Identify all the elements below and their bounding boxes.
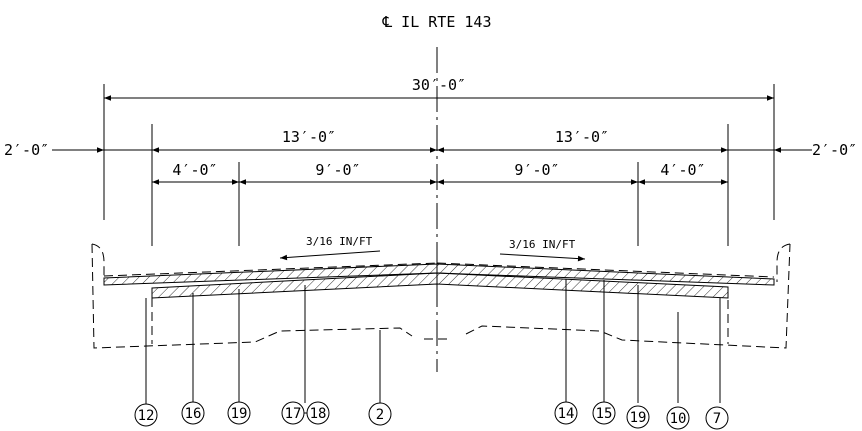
existing-section-dashed [91, 243, 791, 349]
svg-text:19: 19 [630, 410, 647, 426]
callout-19-left: 19 [227, 401, 251, 425]
svg-text:19: 19 [231, 406, 248, 422]
svg-text:10: 10 [670, 411, 687, 427]
centerline-title: ℄ IL RTE 143 [382, 13, 492, 31]
callout-12: 12 [134, 403, 158, 427]
dimension-lanes: 4′-0″ 9′-0″ 9′-0″ 4′-0″ [152, 161, 728, 185]
svg-text:14: 14 [558, 406, 575, 422]
svg-text:15: 15 [596, 406, 613, 422]
leader-lines [145, 279, 721, 404]
slope-right-label: 3/16 IN/FT [509, 238, 576, 251]
dimension-halves: 13′-0″ 13′-0″ [152, 128, 728, 153]
callout-19-right: 19 [626, 405, 650, 429]
dimension-right-lane-label: 9′-0″ [514, 161, 559, 179]
callout-10: 10 [666, 406, 690, 430]
svg-text:7: 7 [713, 411, 721, 427]
dimension-left-shoulder-label: 4′-0″ [172, 161, 217, 179]
callout-15: 15 [592, 401, 616, 425]
svg-text:18: 18 [310, 406, 327, 422]
dimension-left-outer-label: 2′-0″ [4, 141, 49, 159]
slope-left-label: 3/16 IN/FT [306, 235, 373, 248]
svg-text:17: 17 [285, 406, 302, 422]
callout-18: 18 [306, 401, 330, 425]
callout-17: 17 [281, 401, 305, 425]
slope-indicators: 3/16 IN/FT 3/16 IN/FT [279, 235, 586, 262]
dimension-left-lane-label: 9′-0″ [315, 161, 360, 179]
callout-7: 7 [705, 406, 729, 430]
svg-text:12: 12 [138, 408, 155, 424]
callout-2: 2 [368, 402, 392, 426]
svg-text:2: 2 [376, 407, 384, 423]
callout-16: 16 [181, 401, 205, 425]
dimension-total: 30′-0″ [104, 76, 774, 101]
dimension-left-half-label: 13′-0″ [282, 128, 336, 146]
pavement-section [103, 263, 775, 299]
dimension-total-label: 30′-0″ [412, 76, 466, 94]
svg-text:16: 16 [185, 406, 202, 422]
callouts: 12 16 19 17 18 2 14 15 [134, 401, 729, 430]
dimension-right-shoulder-label: 4′-0″ [660, 161, 705, 179]
dimension-right-half-label: 13′-0″ [555, 128, 609, 146]
callout-14: 14 [554, 401, 578, 425]
dimension-outer: 2′-0″ 2′-0″ [4, 141, 857, 159]
dimension-right-outer-label: 2′-0″ [812, 141, 857, 159]
